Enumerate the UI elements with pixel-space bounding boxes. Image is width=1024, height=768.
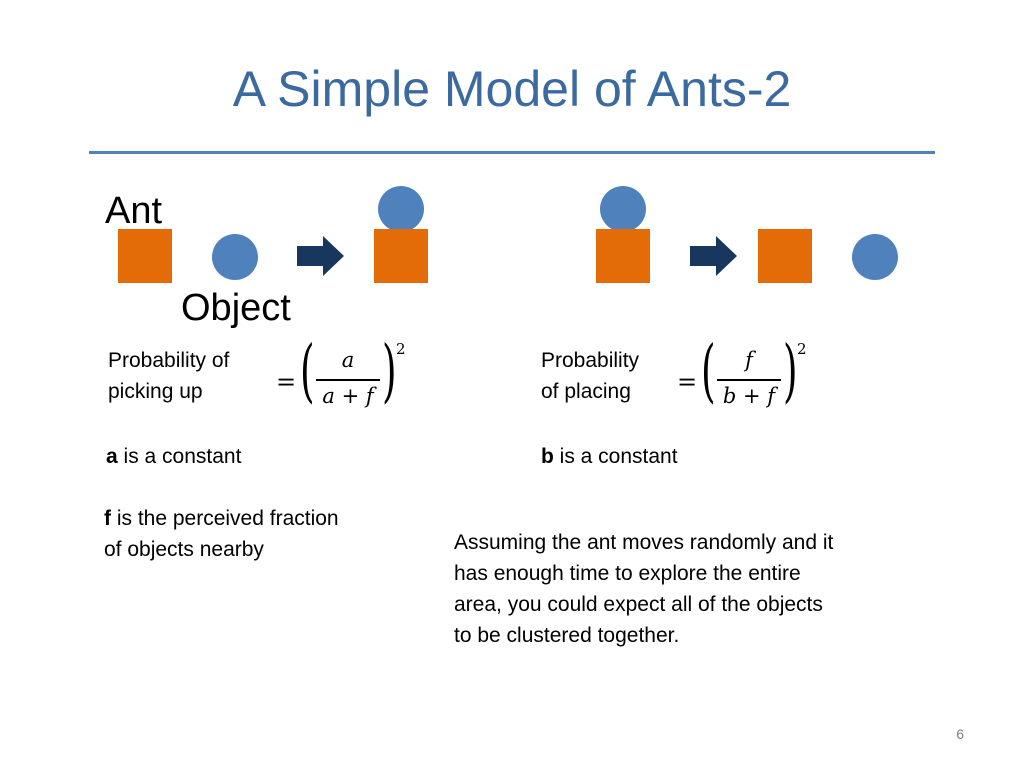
page-number: 6 bbox=[956, 726, 964, 742]
right-arrow-icon bbox=[690, 236, 737, 276]
slide-title: A Simple Model of Ants-2 bbox=[232, 61, 792, 117]
placing-left-paren: ( bbox=[700, 332, 716, 411]
placing-fraction-bar bbox=[717, 379, 781, 381]
pickup-left-paren: ( bbox=[299, 332, 315, 411]
pickup-equals: = bbox=[276, 368, 297, 396]
placing-label-line2: of placing bbox=[541, 380, 631, 403]
pickup-label-line2: picking up bbox=[108, 380, 203, 403]
ant-square-after-pickup bbox=[374, 229, 428, 283]
conclusion-line: Assuming the ant moves randomly and it bbox=[454, 531, 834, 554]
placing-denominator: b + f bbox=[722, 384, 776, 408]
f-text-line1: is the perceived fraction bbox=[111, 507, 339, 530]
b-constant-text: is a constant bbox=[553, 445, 678, 468]
pickup-formula: = ( a a + f ) 2 bbox=[276, 332, 411, 418]
conclusion-paragraph: Assuming the ant moves randomly and it h… bbox=[454, 527, 833, 651]
b-variable: b bbox=[541, 445, 554, 468]
title-divider bbox=[89, 151, 935, 154]
ant-label: Ant bbox=[105, 190, 163, 232]
placing-label-line1: Probability bbox=[541, 349, 640, 372]
object-label: Object bbox=[181, 287, 291, 329]
pickup-exponent: 2 bbox=[396, 340, 406, 358]
f-variable: f bbox=[104, 507, 111, 530]
ant-square-after-place bbox=[758, 229, 812, 283]
object-circle-before-pickup bbox=[212, 234, 258, 280]
pickup-label-line1: Probability of bbox=[108, 349, 230, 372]
object-circle-carried-before-place bbox=[600, 186, 646, 232]
conclusion-line: has enough time to explore the entire bbox=[454, 562, 801, 585]
f-text-line2: of objects nearby bbox=[104, 538, 264, 561]
ant-square-before-pickup bbox=[118, 229, 172, 283]
placing-exponent: 2 bbox=[797, 340, 807, 358]
pickup-right-paren: ) bbox=[381, 332, 397, 411]
ant-square-before-place bbox=[596, 229, 650, 283]
pickup-probability-label: Probability of picking up bbox=[108, 345, 229, 407]
pickup-denominator: a + f bbox=[322, 384, 374, 408]
placing-formula: = ( f b + f ) 2 bbox=[677, 332, 812, 418]
pickup-fraction-bar bbox=[316, 379, 380, 381]
f-fraction-note: f is the perceived fraction of objects n… bbox=[104, 503, 339, 565]
conclusion-line: to be clustered together. bbox=[454, 624, 680, 647]
placing-right-paren: ) bbox=[782, 332, 798, 411]
object-circle-placed bbox=[852, 234, 898, 280]
conclusion-line: area, you could expect all of the object… bbox=[454, 593, 823, 616]
pickup-numerator: a bbox=[341, 348, 355, 372]
b-constant-note: b is a constant bbox=[541, 441, 678, 472]
placing-equals: = bbox=[677, 368, 698, 396]
object-circle-carried bbox=[378, 186, 424, 232]
placing-probability-label: Probability of placing bbox=[541, 345, 639, 407]
a-constant-text: is a constant bbox=[117, 445, 242, 468]
a-constant-note: a is a constant bbox=[106, 441, 241, 472]
right-arrow-icon bbox=[297, 236, 344, 276]
a-variable: a bbox=[106, 445, 118, 468]
placing-numerator: f bbox=[745, 348, 753, 372]
